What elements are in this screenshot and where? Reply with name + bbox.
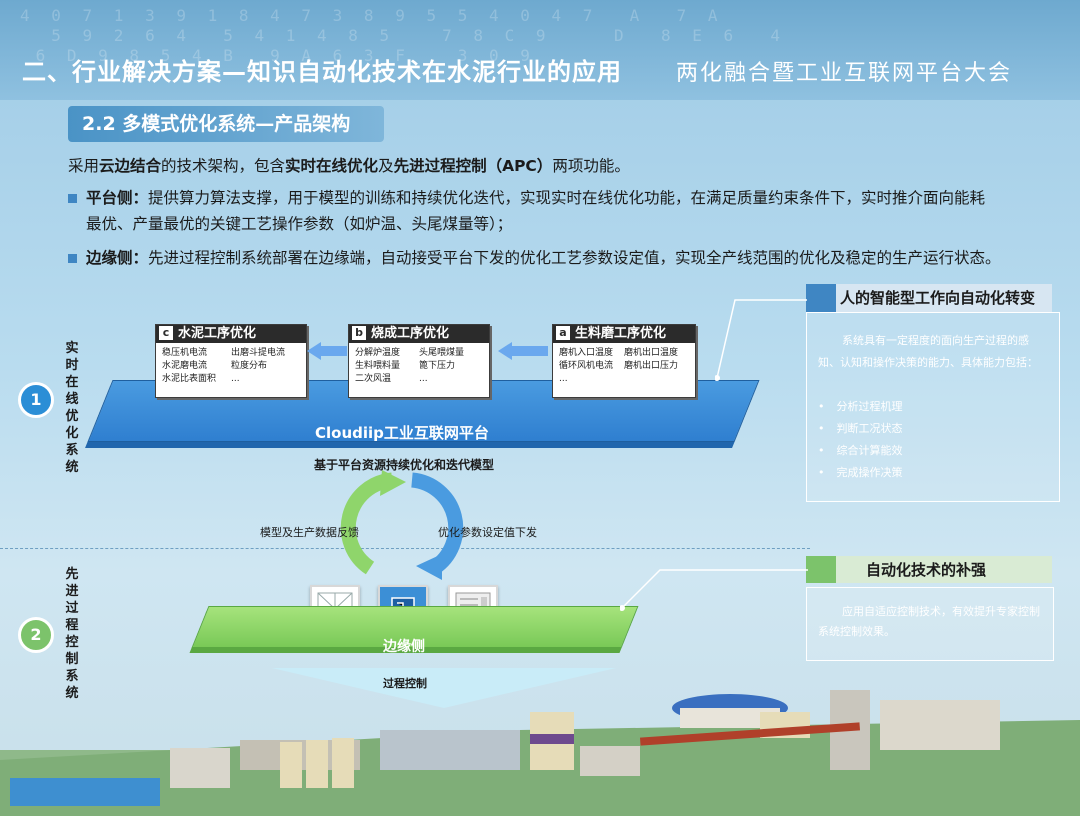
bullet-marker xyxy=(68,194,77,203)
platform-side-continuation: 最优、产量最优的关键工艺操作参数（如炉温、头尾煤量等）； xyxy=(86,215,513,233)
panel-header xyxy=(806,284,1052,312)
card-title: 生料磨工序优化 xyxy=(575,326,667,341)
flow-arrow-left-icon xyxy=(307,342,347,360)
platform-side-bullet: 平台侧：提供算力算法支撑，用于模型的训练和持续优化迭代，实现实时在线优化功能，在… xyxy=(86,185,1066,211)
intro-emphasis-1: 云边结合 xyxy=(99,157,162,175)
panel-body: 应用自适应控制技术，有效提升专家控制系统控制效果。 xyxy=(818,605,1040,638)
section-heading: 2.2 多模式优化系统—产品架构 xyxy=(68,106,384,142)
cement-plant-illustration xyxy=(0,690,1080,816)
edge-side-bullet: 边缘侧：先进过程控制系统部署在边缘端，自动接受平台下发的优化工艺参数设定值，实现… xyxy=(86,245,1076,271)
list-item: 分析过程机理 xyxy=(818,396,903,418)
panel-accent xyxy=(806,556,836,583)
step-1-badge: 1 xyxy=(18,382,54,418)
intro-emphasis-3: 先进过程控制（APC） xyxy=(393,157,553,175)
intro-text-3: 及 xyxy=(378,157,394,175)
section-divider xyxy=(0,548,810,549)
header-banner xyxy=(0,0,1080,100)
panel-body: 系统具有一定程度的面向生产过程的感知、认知和操作决策的能力、具体能力包括： xyxy=(818,334,1038,369)
list-item: 综合计算能效 xyxy=(818,440,903,462)
list-item: 判断工况状态 xyxy=(818,418,903,440)
intro-paragraph: 采用云边结合的技术架构，包含实时在线优化及先进过程控制（APC）两项功能。 xyxy=(68,153,630,179)
connector-line xyxy=(620,569,808,611)
platform-side-text: 提供算力算法支撑，用于模型的训练和持续优化迭代，实现实时在线优化功能，在满足质量… xyxy=(148,189,986,207)
card-body: 稳压机电流出磨斗提电流 水泥磨电流粒度分布 水泥比表面积... xyxy=(162,348,286,384)
card-letter: a xyxy=(556,326,570,340)
card-body: 分解炉温度头尾喂煤量 生料喂料量篦下压力 二次风温... xyxy=(355,348,465,384)
panel-accent xyxy=(806,284,836,312)
step-2-badge: 2 xyxy=(18,617,54,653)
connector-line xyxy=(715,299,807,381)
process-control-label: 过程控制 xyxy=(383,677,427,690)
intro-text-4: 两项功能。 xyxy=(552,157,630,175)
bullet-marker xyxy=(68,254,77,263)
decorative-digits: 4 0 7 1 3 9 1 8 4 7 3 8 9 5 5 4 0 4 7 A … xyxy=(20,6,787,65)
automation-reinforce-panel xyxy=(806,587,1054,661)
panel-title: 人的智能型工作向自动化转变 xyxy=(840,289,1036,307)
edge-side-head: 边缘侧： xyxy=(86,249,149,267)
raw-mill-process-card[interactable]: a 生料磨工序优化 磨机入口温度磨机出口温度 循环风机电流磨机出口压力 ... xyxy=(552,324,696,398)
cloud-platform-label: Cloudiip工业互联网平台 xyxy=(315,424,489,442)
card-header: c 水泥工序优化 xyxy=(156,325,306,343)
page-title: 二、行业解决方案—知识自动化技术在水泥行业的应用 xyxy=(22,58,622,86)
feedback-label: 模型及生产数据反馈 xyxy=(260,526,359,539)
process-control-funnel xyxy=(272,668,616,708)
feedback-cycle-icon xyxy=(340,470,464,580)
capability-list: 分析过程机理 判断工况状态 综合计算能效 完成操作决策 xyxy=(818,396,903,484)
realtime-system-label: 实时在线优化系统 xyxy=(65,341,79,475)
panel-header xyxy=(806,556,1052,583)
intro-emphasis-2: 实时在线优化 xyxy=(285,157,379,175)
dispatch-label: 优化参数设定值下发 xyxy=(438,526,537,539)
card-title: 烧成工序优化 xyxy=(371,326,450,341)
clinker-process-card[interactable]: b 烧成工序优化 分解炉温度头尾喂煤量 生料喂料量篦下压力 二次风温... xyxy=(348,324,490,398)
card-body: 磨机入口温度磨机出口温度 循环风机电流磨机出口压力 ... xyxy=(559,348,679,384)
conference-brand: 两化融合暨工业互联网平台大会 xyxy=(676,61,1013,86)
cycle-title: 基于平台资源持续优化和迭代模型 xyxy=(314,458,495,472)
card-letter: b xyxy=(352,326,366,340)
edge-side-text: 先进过程控制系统部署在边缘端，自动接受平台下发的优化工艺参数设定值，实现全产线范… xyxy=(148,249,1001,267)
apc-system-label: 先进过程控制系统 xyxy=(65,567,79,701)
panel-title: 自动化技术的补强 xyxy=(866,561,987,579)
card-header: a 生料磨工序优化 xyxy=(553,325,695,343)
edge-side-label: 边缘侧 xyxy=(383,639,425,655)
list-item: 完成操作决策 xyxy=(818,462,903,484)
intro-text-2: 的技术架构，包含 xyxy=(161,157,286,175)
cement-process-card[interactable]: c 水泥工序优化 稳压机电流出磨斗提电流 水泥磨电流粒度分布 水泥比表面积... xyxy=(155,324,307,398)
card-title: 水泥工序优化 xyxy=(178,326,257,341)
card-header: b 烧成工序优化 xyxy=(349,325,489,343)
card-letter: c xyxy=(159,326,173,340)
intro-text-1: 采用 xyxy=(68,157,100,175)
platform-side-head: 平台侧： xyxy=(86,189,149,207)
flow-arrow-left-icon xyxy=(498,342,548,360)
